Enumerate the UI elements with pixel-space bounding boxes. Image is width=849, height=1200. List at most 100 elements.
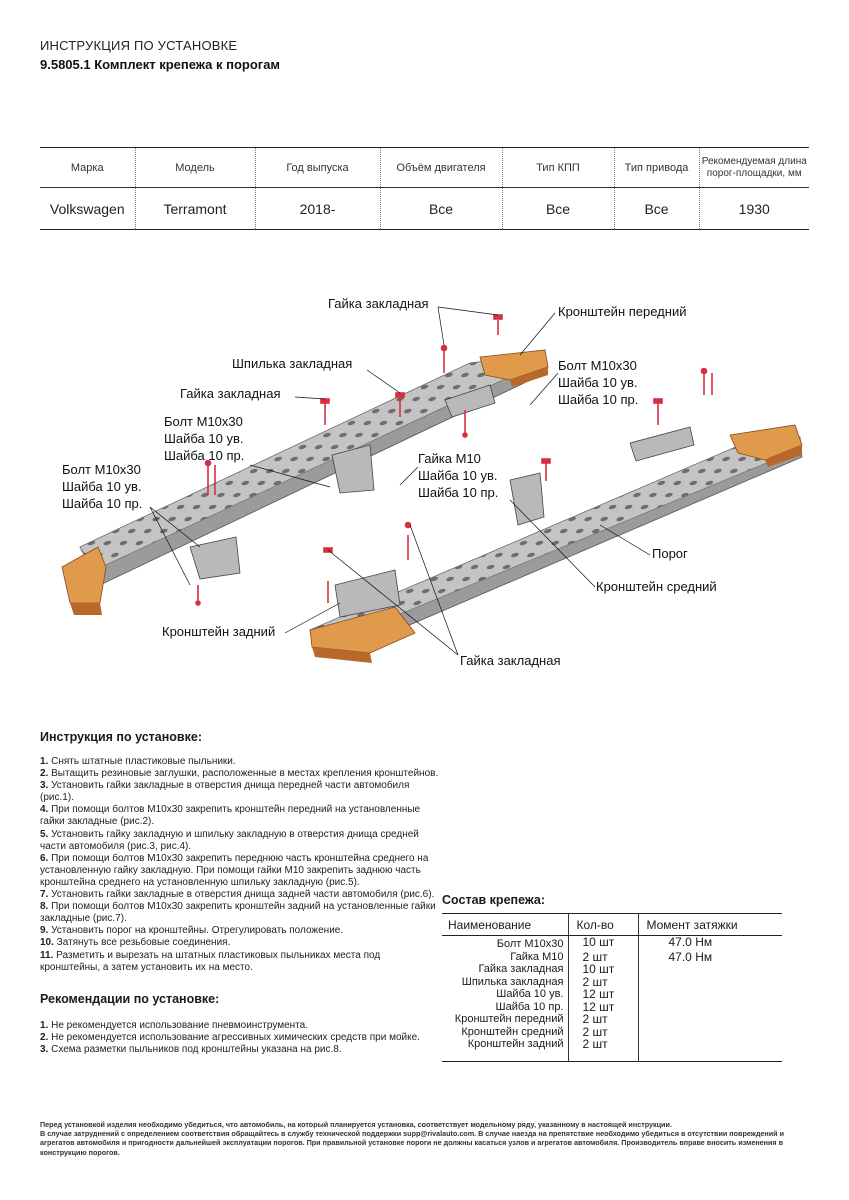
part-torque (638, 988, 782, 1001)
part-qty: 2 шт (568, 950, 639, 963)
instruction-step-text: Установить порог на кронштейны. Отрегули… (48, 925, 344, 937)
footnote-line-2: В случае затруднений с определением соот… (40, 1129, 784, 1157)
step-far (61, 349, 549, 615)
label-bolt-right: Болт М10х30 Шайба 10 ув. Шайба 10 пр. (558, 357, 638, 408)
label-bracket-front: Кронштейн передний (558, 304, 687, 319)
part-qty: 12 шт (568, 1000, 639, 1013)
instruction-step-item: 6. При помощи болтов М10х30 закрепить пе… (40, 853, 440, 889)
part-name: Шпилька закладная (442, 975, 569, 988)
recommendation-number: 3. (40, 1043, 49, 1055)
recommendations-list: 1. Не рекомендуется использование пневмо… (40, 1020, 440, 1056)
col-header-model: Модель (135, 147, 256, 188)
cell-drive: Все (614, 187, 700, 230)
col-header-engine: Объём двигателя (380, 147, 503, 188)
label-bracket-rear: Кронштейн задний (162, 624, 276, 639)
label-bolt-right-washer-wide: Шайба 10 ув. (558, 375, 638, 390)
instruction-step-text: Разметить и вырезать на штатных пластико… (40, 949, 381, 973)
part-torque: 47.0 Нм (668, 935, 713, 949)
disclaimer-footnote: Перед установкой изделия необходимо убед… (40, 1120, 810, 1157)
part-name: Кронштейн задний (442, 1038, 569, 1062)
cell-length: 1930 (738, 200, 770, 217)
part-name: Шайба 10 пр. (442, 1000, 569, 1013)
recommendation-number: 2. (40, 1031, 49, 1043)
parts-row: Шайба 10 пр.12 шт (442, 1000, 782, 1013)
part-name: Гайка М10 (442, 950, 569, 963)
cell-engine: Все (380, 187, 503, 230)
instruction-step-text: Вытащить резиновые заглушки, расположенн… (48, 768, 439, 780)
part-torque (638, 963, 782, 976)
part-torque (638, 1026, 782, 1039)
instruction-step-number: 5. (40, 828, 49, 840)
col-header-length: Рекомендуемая длина порог-площадки, мм (701, 155, 807, 179)
label-bolt-left: Болт М10х30 Шайба 10 ув. Шайба 10 пр. (62, 461, 142, 512)
cell-gearbox: Все (502, 187, 615, 230)
fasteners (195, 314, 713, 606)
part-qty: 2 шт (568, 1013, 639, 1026)
cell-model: Terramont (135, 187, 256, 230)
recommendation-text: Не рекомендуется использование пневмоинс… (48, 1019, 308, 1031)
instruction-step-number: 11. (40, 949, 54, 961)
brackets (189, 384, 695, 618)
label-nut-m10-washer-wide: Шайба 10 ув. (418, 468, 498, 483)
parts-col-qty: Кол-во (568, 913, 639, 936)
instructions-title: Инструкция по установке: (40, 730, 202, 744)
label-bolt-left-washer-wide: Шайба 10 ув. (62, 479, 142, 494)
instruction-step-text: Установить гайку закладную и шпильку зак… (40, 828, 419, 852)
instruction-step-number: 2. (40, 768, 49, 780)
step-near (309, 424, 803, 663)
part-qty: 2 шт (568, 1025, 639, 1038)
parts-col-torque: Момент затяжки (638, 913, 782, 936)
end-cap-far-front (479, 349, 549, 387)
parts-table: Наименование Кол-во Момент затяжки Болт … (442, 913, 782, 1062)
vehicle-table-header-row: Марка Модель Год выпуска Объём двигателя… (40, 147, 809, 188)
vehicle-compatibility-table: Марка Модель Год выпуска Объём двигателя… (40, 147, 809, 230)
instruction-step-number: 3. (40, 780, 49, 792)
instruction-step-item: 11. Разметить и вырезать на штатных плас… (40, 950, 440, 974)
part-torque (638, 976, 782, 989)
recommendation-number: 1. (40, 1019, 49, 1031)
instruction-step-item: 4. При помощи болтов М10х30 закрепить кр… (40, 804, 440, 828)
end-cap-near-rear (309, 606, 416, 663)
part-name: Шайба 10 ув. (442, 988, 569, 1001)
recommendation-text: Схема разметки пыльников под кронштейны … (48, 1043, 342, 1055)
recommendation-item: 2. Не рекомендуется использование агресс… (40, 1032, 440, 1044)
part-qty: 12 шт (568, 988, 639, 1001)
instruction-step-item: 7. Установить гайки закладные в отверсти… (40, 889, 440, 901)
label-bolt-mid-washer-spring: Шайба 10 пр. (164, 448, 245, 463)
assembly-diagram: Гайка закладная Кронштейн передний Шпиль… (40, 285, 809, 685)
label-nut-bottom: Гайка закладная (460, 653, 561, 668)
part-name: Болт М10х30 (442, 935, 569, 951)
label-bolt-mid: Болт М10х30 Шайба 10 ув. Шайба 10 пр. (164, 413, 244, 464)
label-nut-m10-nut: Гайка М10 (418, 451, 481, 466)
instruction-step-item: 3. Установить гайки закладные в отверсти… (40, 780, 440, 804)
leader-lines (149, 306, 651, 656)
instruction-step-text: Установить гайки закладные в отверстия д… (48, 889, 435, 901)
instruction-step-item: 1. Снять штатные пластиковые пыльники. (40, 756, 440, 768)
cell-brand: Volkswagen (40, 187, 136, 230)
part-qty: 10 шт (568, 935, 639, 951)
cell-year: 2018- (255, 187, 381, 230)
instruction-step-item: 2. Вытащить резиновые заглушки, располож… (40, 768, 440, 780)
part-name: Гайка закладная (442, 963, 569, 976)
part-qty: 2 шт (568, 975, 639, 988)
col-header-drive: Тип привода (614, 147, 700, 188)
instruction-step-number: 4. (40, 804, 49, 816)
part-torque (638, 1013, 782, 1026)
end-cap-near-front (729, 424, 803, 467)
label-bolt-mid-washer-wide: Шайба 10 ув. (164, 431, 244, 446)
instructions-list: 1. Снять штатные пластиковые пыльники.2.… (40, 756, 440, 974)
fastener-kit: Состав крепежа: Наименование Кол-во Моме… (442, 893, 792, 1062)
instruction-step-number: 10. (40, 937, 54, 949)
instruction-step-text: Снять штатные пластиковые пыльники. (48, 756, 236, 767)
parts-row: Шайба 10 ув.12 шт (442, 988, 782, 1001)
label-stud: Шпилька закладная (232, 356, 353, 371)
part-torque (638, 1038, 782, 1062)
